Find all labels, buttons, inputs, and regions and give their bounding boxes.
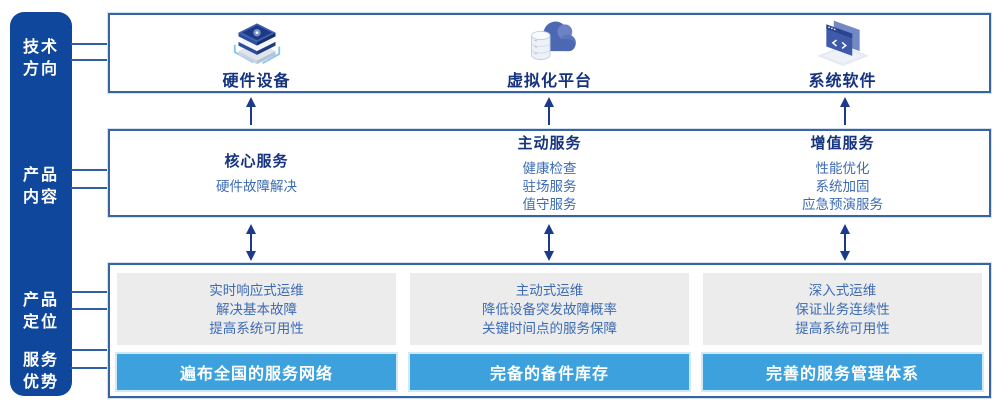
arrow-double-vertical-icon	[245, 224, 257, 261]
connector-line	[71, 43, 109, 45]
advantage-bar: 完善的服务管理体系	[703, 354, 982, 390]
advantage-bar: 完备的备件库存	[410, 354, 689, 390]
tech-item-hardware: 硬件设备	[110, 15, 403, 91]
arrow-up-icon	[543, 97, 555, 126]
arrow-up-icon	[245, 97, 257, 126]
connector-line	[71, 349, 109, 351]
connector-line	[71, 169, 109, 171]
positioning-card: 深入式运维 保证业务连续性 提高系统可用性	[703, 273, 982, 345]
positioning-line: 深入式运维	[808, 282, 877, 298]
tech-label-virtualization: 虚拟化平台	[506, 72, 592, 90]
tech-label-hardware: 硬件设备	[222, 72, 291, 90]
service-title: 增值服务	[810, 135, 875, 152]
advantage-bar: 遍布全国的服务网络	[117, 354, 396, 390]
tech-item-system-software: 系统软件	[696, 15, 989, 91]
product-content-panel: 核心服务 硬件故障解决 主动服务 健康检查 驻场服务 值守服务 增值服务 性能优…	[108, 129, 991, 217]
positioning-line: 主动式运维	[515, 282, 584, 298]
arrow-double-vertical-icon	[839, 224, 851, 261]
positioning-line: 关键时间点的服务保障	[482, 320, 617, 336]
positioning-card: 主动式运维 降低设备突发故障概率 关键时间点的服务保障	[410, 273, 689, 345]
positioning-line: 解决基本故障	[216, 301, 297, 317]
positioning-advantage-panel: 实时响应式运维 解决基本故障 提高系统可用性 遍布全国的服务网络 主动式运维 降…	[108, 263, 991, 398]
connector-line	[71, 59, 109, 61]
positioning-line: 实时响应式运维	[209, 282, 304, 298]
tech-item-virtualization: 虚拟化平台	[403, 15, 696, 91]
arrow-up-icon	[839, 97, 851, 126]
service-item: 驻场服务	[522, 179, 577, 194]
sidebar-label-tech-direction: 技术方向	[22, 39, 59, 78]
service-item: 健康检查	[522, 161, 577, 176]
service-column-value-added: 增值服务 性能优化 系统加固 应急预演服务	[696, 131, 989, 215]
service-item: 硬件故障解决	[216, 179, 297, 194]
service-title: 主动服务	[517, 135, 582, 152]
tech-direction-panel: 硬件设备 虚拟化平台	[108, 13, 991, 93]
positioning-column-realtime: 实时响应式运维 解决基本故障 提高系统可用性 遍布全国的服务网络	[117, 273, 396, 390]
arrow-double-vertical-icon	[543, 224, 555, 261]
sidebar-label-product-content: 产品内容	[22, 167, 59, 206]
tech-label-system-software: 系统软件	[808, 72, 877, 90]
service-column-proactive: 主动服务 健康检查 驻场服务 值守服务	[403, 131, 696, 215]
service-item: 性能优化	[815, 161, 870, 176]
positioning-line: 提高系统可用性	[795, 320, 890, 336]
positioning-line: 提高系统可用性	[209, 320, 304, 336]
category-sidebar: 技术方向 产品内容 产品定位 服务优势	[10, 12, 72, 396]
service-title: 核心服务	[224, 153, 289, 170]
connector-line	[71, 291, 109, 293]
server-stack-icon	[225, 18, 289, 66]
positioning-line: 降低设备突发故障概率	[482, 301, 617, 317]
positioning-card: 实时响应式运维 解决基本故障 提高系统可用性	[117, 273, 396, 345]
sidebar-label-product-position: 产品定位	[22, 292, 59, 331]
connector-line	[71, 367, 109, 369]
code-window-icon	[811, 18, 875, 66]
service-item: 系统加固	[815, 179, 870, 194]
positioning-column-deep: 深入式运维 保证业务连续性 提高系统可用性 完善的服务管理体系	[703, 273, 982, 390]
cloud-database-icon	[518, 18, 582, 66]
sidebar-label-service-advantage: 服务优势	[22, 352, 59, 391]
connector-line	[71, 308, 109, 310]
service-column-core: 核心服务 硬件故障解决	[110, 131, 403, 215]
service-item: 值守服务	[522, 197, 577, 212]
connector-line	[71, 187, 109, 189]
positioning-column-proactive: 主动式运维 降低设备突发故障概率 关键时间点的服务保障 完备的备件库存	[410, 273, 689, 390]
positioning-line: 保证业务连续性	[795, 301, 890, 317]
service-item: 应急预演服务	[802, 197, 883, 212]
